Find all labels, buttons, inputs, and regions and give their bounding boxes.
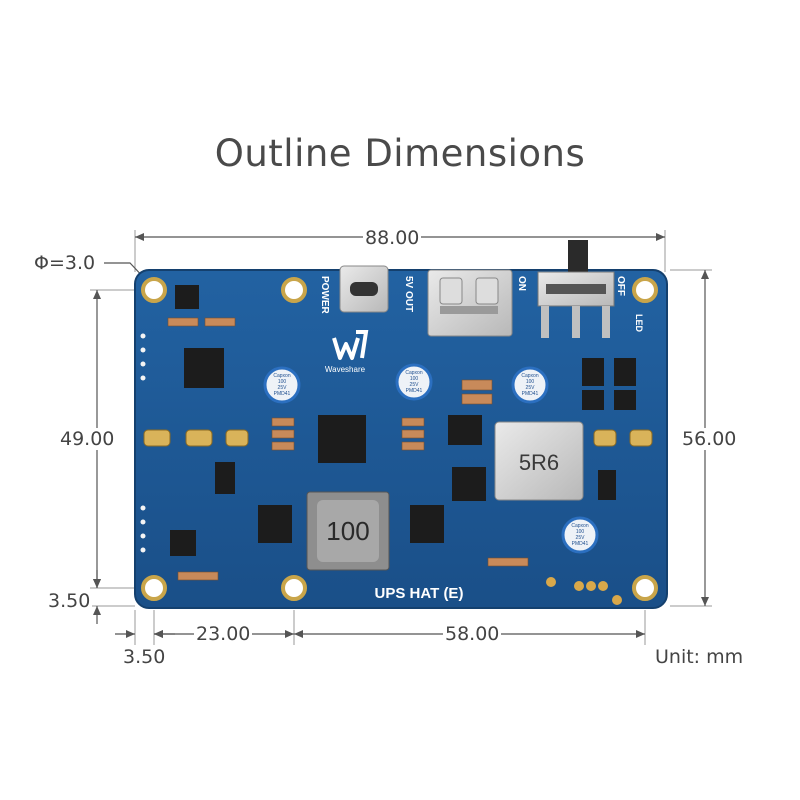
ic-chips: [170, 285, 636, 556]
capacitor-text: 25V: [410, 382, 420, 388]
usb-c-port: [339, 265, 389, 313]
hole-spacing-vertical-label: 49.00: [58, 428, 117, 450]
waveshare-logo: [332, 330, 369, 360]
inductor-small-label: 5R6: [519, 450, 559, 475]
unit-label: Unit: mm: [655, 646, 744, 668]
capacitor-text: 25V: [576, 535, 586, 541]
capacitor-text: Capxon: [521, 373, 538, 379]
off-label: OFF: [615, 276, 626, 296]
usb-a-port: [427, 269, 513, 337]
mounting-holes: [141, 277, 658, 601]
capacitor-text: 100: [526, 379, 535, 385]
hole-diameter-label: Φ=3.0: [32, 252, 98, 274]
resistor-arrays: [167, 317, 529, 581]
capacitors: [263, 363, 599, 554]
capacitor-text: 25V: [278, 385, 288, 391]
capacitor-text: Capxon: [405, 370, 422, 376]
capacitor-text: 100: [576, 529, 585, 535]
capacitor-text: Capxon: [571, 523, 588, 529]
led-label: LED: [634, 314, 644, 333]
inductor-small: [494, 421, 584, 501]
capacitor-text: 100: [278, 379, 287, 385]
hole-spacing-horizontal-label: 58.00: [443, 623, 502, 645]
capacitor-text: PMD41: [522, 391, 539, 397]
board-name-label: UPS HAT (E): [375, 585, 464, 602]
capacitor-text: Capxon: [273, 373, 290, 379]
capacitor-text: 25V: [526, 385, 536, 391]
edge-pads: [140, 333, 146, 553]
capacitor-text: PMD41: [406, 388, 423, 394]
power-label: POWER: [319, 276, 330, 315]
brand-label: Waveshare: [325, 365, 366, 374]
capacitor-text: 100: [410, 376, 419, 382]
out-label: 5V OUT: [403, 276, 414, 312]
edge-offset-y-label: 3.50: [46, 590, 93, 612]
edge-offset-x-label: 3.50: [121, 646, 168, 668]
capacitor-text: PMD41: [572, 541, 589, 547]
inductor-large: [306, 491, 390, 571]
capacitor-text: PMD41: [274, 391, 291, 397]
inductor-large-label: 100: [326, 516, 369, 546]
diagram-title: Outline Dimensions: [214, 132, 586, 175]
on-label: ON: [516, 276, 527, 291]
gold-components: [143, 429, 653, 605]
offset-left-label: 23.00: [194, 623, 253, 645]
height-total-label: 56.00: [680, 428, 739, 450]
slide-switch: [537, 240, 615, 338]
pcb-board: UPS HAT (E) Waveshare POWER 5V OUT ON OF…: [134, 240, 668, 609]
width-total-label: 88.00: [363, 227, 422, 249]
